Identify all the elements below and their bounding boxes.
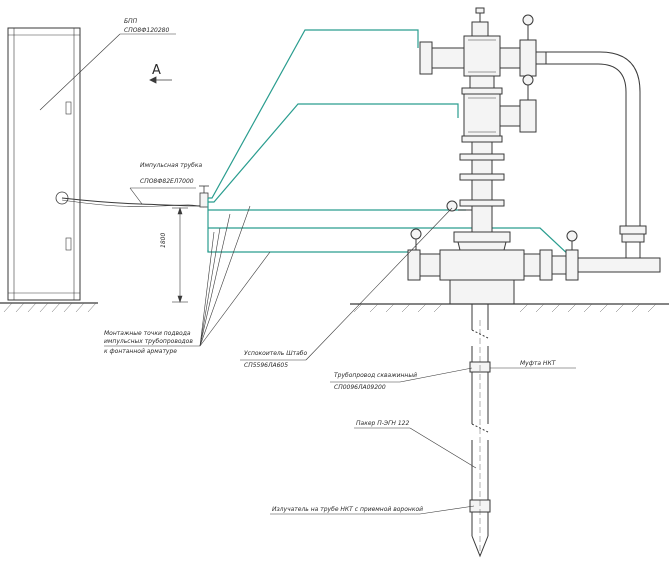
cabinet-leader [39, 33, 176, 111]
impulse-line [61, 187, 205, 208]
view-arrow [149, 76, 172, 84]
dimension-value: 1800 [160, 232, 167, 248]
wellhead-tree [407, 7, 661, 305]
callout-leaders [104, 205, 576, 515]
tubing-bottom-label: Излучатель на трубе НКТ с приемной ворон… [272, 506, 424, 513]
ground-hatch-right [353, 303, 657, 313]
cabinet-tag: БПП [124, 18, 138, 25]
tubing-string-label: Трубопровод скважинный [334, 372, 417, 379]
packer-label: Пакер П-ЭГН 122 [356, 420, 410, 427]
dimension-1800 [172, 207, 188, 303]
impulse-line-code: СПО8Ф82ЕЛ7000 [140, 178, 194, 185]
signal-lines [207, 29, 573, 259]
impulse-line-label: Импульсная трубка [140, 162, 203, 169]
tubing-string [469, 304, 491, 558]
mount-points-label: Монтажные точки подвода [104, 330, 191, 337]
outlet-pipe [546, 51, 647, 258]
tubing-string-code: СП0096ЛА09200 [334, 384, 386, 391]
nkt-coupling-label: Муфта НКТ [520, 360, 556, 367]
cabinet-code: СПО8Ф120280 [124, 27, 170, 34]
view-letter: А [152, 63, 161, 78]
ground-hatch-left [3, 302, 97, 313]
uspokoitel-label: Успокоитель Штабо [244, 350, 308, 357]
equipment-cabinet [0, 27, 98, 304]
mount-points-label-2: импульсных трубопроводов [104, 338, 193, 345]
uspokoitel-code: СП5596ЛА605 [244, 362, 289, 369]
mount-points-label-3: к фонтанной арматуре [104, 348, 177, 355]
